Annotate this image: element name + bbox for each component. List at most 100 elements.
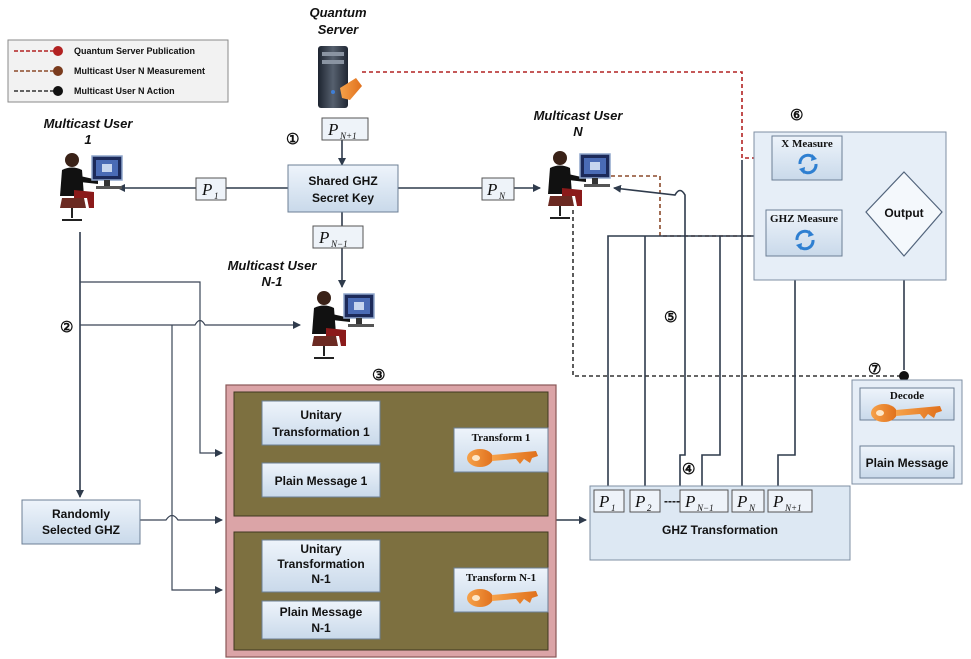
x-measure: X Measure (771, 135, 843, 181)
decode-panel: Decode Plain Message (851, 379, 963, 485)
ghz-measure: GHZ Measure (765, 209, 843, 257)
multicast-user-n-1: Multicast User N-1 (228, 258, 375, 359)
transform-1: Transform 1 (453, 427, 549, 473)
brown-dot-icon (53, 66, 63, 76)
unitary1-line2: Transformation 1 (272, 425, 370, 439)
step-7-marker: ⑦ (868, 362, 881, 378)
particle-main: P (318, 228, 329, 247)
particle-main: P (201, 180, 212, 199)
multicast-user-n: Multicast User N (534, 108, 623, 219)
particle-wires (607, 160, 796, 486)
decode-input-dot (899, 371, 909, 381)
ghz-particle-p2: P 2 (629, 489, 661, 513)
particle-main: P (684, 492, 695, 511)
decode-label: Decode (890, 390, 924, 402)
output-diamond: Output (865, 171, 943, 257)
user1-person-icon (59, 152, 123, 221)
server-label-line1: Quantum (309, 5, 366, 20)
particle-sub: N+1 (784, 503, 802, 513)
shared-key-line2: Secret Key (312, 191, 374, 205)
user1-to-unitary1-arrow (80, 281, 223, 457)
user1-to-userN1-arrow (80, 319, 301, 329)
particle-sub: 2 (647, 503, 652, 513)
legend-item-user-measurement: Multicast User N Measurement (14, 66, 205, 76)
measurement-panel: X Measure GHZ Measure Output (753, 131, 947, 281)
unitary-transformation-n-1: Unitary Transformation N-1 (261, 539, 381, 593)
particle-sub: N−1 (696, 503, 714, 513)
ghz-measure-label: GHZ Measure (770, 213, 838, 225)
quantum-server: Quantum Server (309, 5, 367, 108)
particle-main: P (736, 492, 747, 511)
particle-p-1: P 1 (195, 177, 227, 201)
ghz-particle-pn-1: P N−1 (679, 489, 729, 513)
ghz-particle-pn: P N (731, 489, 765, 513)
legend: Quantum Server Publication Multicast Use… (7, 39, 229, 103)
random-ghz-line1: Randomly (52, 507, 110, 521)
user1-to-unitaryN1-arrow (171, 325, 223, 594)
step-6-marker: ⑥ (790, 108, 803, 124)
unitaryN1-line3: N-1 (311, 572, 331, 586)
server-label-line2: Server (318, 22, 359, 37)
particle-main: P (772, 492, 783, 511)
plainN1-line1: Plain Message (280, 605, 363, 619)
particle-p-n: P N (481, 177, 515, 201)
transform-n-1: Transform N-1 (453, 567, 549, 613)
ghz-particle-pn+1: P N+1 (767, 489, 813, 513)
ghz-particle-p1: P 1 (593, 489, 625, 513)
particle-sub: N−1 (330, 239, 348, 249)
step-5-marker: ⑤ (664, 310, 677, 326)
userN1-label-line2: N-1 (262, 274, 283, 289)
legend-label: Multicast User N Action (74, 86, 175, 96)
user1-label-line2: 1 (84, 132, 91, 147)
server-publication-line (362, 71, 772, 159)
plainN1-line2: N-1 (311, 621, 331, 635)
unitaryN1-line1: Unitary (300, 542, 342, 556)
plain-message-n-1: Plain Message N-1 (261, 600, 381, 640)
ghz-transformation: GHZ Transformation P 1 P 2 ---- P N−1 P … (589, 485, 851, 561)
x-measure-label: X Measure (781, 138, 833, 150)
unitary1-line1: Unitary (300, 408, 342, 422)
particle-sub: 1 (611, 503, 616, 513)
random-ghz-line2: Selected GHZ (42, 523, 120, 537)
decode: Decode (859, 387, 955, 422)
particle-sub: N (498, 191, 506, 201)
unitary-transformation-1: Unitary Transformation 1 (261, 400, 381, 446)
legend-label: Quantum Server Publication (74, 46, 195, 56)
random-ghz-to-panel-arrow (140, 514, 223, 524)
ghz-transformation-label: GHZ Transformation (662, 523, 778, 537)
step-4-marker: ④ (682, 462, 695, 478)
userN-person-icon (547, 150, 611, 219)
output-label: Output (884, 206, 923, 220)
particle-p-n-minus-1: P N−1 (312, 225, 364, 249)
shared-ghz-secret-key: Shared GHZ Secret Key (287, 164, 399, 213)
step-2-marker: ② (60, 320, 73, 336)
userN1-label-line1: Multicast User (228, 258, 318, 273)
multicast-user-1: Multicast User 1 (44, 116, 133, 221)
userN1-person-icon (311, 290, 375, 359)
userN-label-line2: N (573, 124, 583, 139)
particle-p-n-plus-1-top: P N+1 (321, 117, 369, 141)
particle-sub: N+1 (339, 131, 357, 141)
particle-main: P (598, 492, 609, 511)
shared-key-line1: Shared GHZ (308, 174, 377, 188)
transform1-label: Transform 1 (472, 432, 531, 444)
black-dot-icon (53, 86, 63, 96)
user-action-line (572, 210, 904, 377)
red-dot-icon (53, 46, 63, 56)
step-1-marker: ① (286, 132, 299, 148)
randomly-selected-ghz: Randomly Selected GHZ (21, 499, 141, 545)
particle-ellipsis: ---- (664, 494, 680, 508)
encryption-panel: Unitary Transformation 1 Plain Message 1… (225, 384, 557, 658)
step-3-marker: ③ (372, 368, 385, 384)
plain1-line1: Plain Message 1 (275, 474, 368, 488)
particle-main: P (327, 120, 338, 139)
particle-main: P (486, 180, 497, 199)
server-icon (318, 46, 362, 108)
plain-message-output: Plain Message (859, 445, 955, 479)
particle-sub: 1 (214, 191, 219, 201)
particle-main: P (634, 492, 645, 511)
legend-item-user-action: Multicast User N Action (14, 86, 175, 96)
unitaryN1-line2: Transformation (277, 557, 364, 571)
legend-item-server-publication: Quantum Server Publication (14, 46, 195, 56)
